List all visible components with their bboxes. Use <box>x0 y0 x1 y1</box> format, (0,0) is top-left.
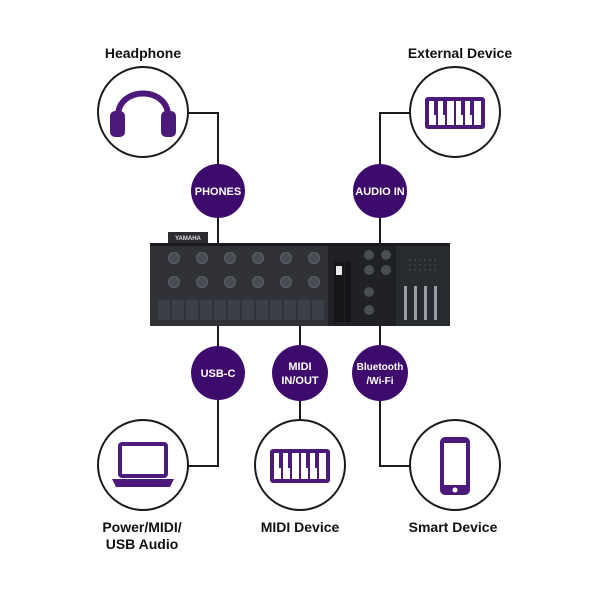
knob <box>168 276 180 288</box>
usb-c-port-label: USB-C <box>201 368 236 380</box>
pad <box>214 300 226 320</box>
power-midi-usb-label: Power/MIDI/ USB Audio <box>82 519 202 553</box>
power-midi-usb-label-line2: USB Audio <box>105 536 179 552</box>
headphone-circle <box>97 66 189 158</box>
knob <box>252 252 264 264</box>
pad <box>200 300 212 320</box>
pad <box>256 300 268 320</box>
knob <box>252 276 264 288</box>
bluetooth-wifi-port <box>352 345 408 401</box>
audio-in-port <box>353 164 407 218</box>
brand-logo: YAMAHA <box>175 236 201 242</box>
pad <box>312 300 324 320</box>
usb-c-port <box>191 346 245 400</box>
knob <box>308 252 320 264</box>
smart-device-label: Smart Device <box>408 519 498 535</box>
midi-port-label-line2: IN/OUT <box>281 375 319 387</box>
pad-row <box>158 300 324 320</box>
pad <box>242 300 254 320</box>
knob <box>280 252 292 264</box>
port-circles <box>191 164 408 401</box>
audio-in-port-label: AUDIO IN <box>355 186 405 198</box>
mixer-section <box>334 250 437 322</box>
midi-device-label: MIDI Device <box>260 519 340 535</box>
smartphone-icon <box>440 437 470 495</box>
bt-port-label-line1: Bluetooth <box>357 362 404 373</box>
pad <box>158 300 170 320</box>
power-midi-usb-label-line1: Power/MIDI/ <box>102 519 182 535</box>
external-device-label: External Device <box>407 45 513 61</box>
knob <box>168 252 180 264</box>
pad <box>298 300 310 320</box>
knob <box>196 252 208 264</box>
line-bt-smart <box>379 401 410 467</box>
keyboard-icon <box>270 449 330 483</box>
line-usbc-laptop <box>188 396 219 467</box>
knob-grid <box>168 252 320 288</box>
knob <box>280 276 292 288</box>
phones-port <box>191 164 245 218</box>
headphone-label: Headphone <box>104 45 182 61</box>
bt-port-label-line2: /Wi-Fi <box>366 376 393 387</box>
knob <box>196 276 208 288</box>
pad <box>270 300 282 320</box>
knob <box>224 252 236 264</box>
midi-port <box>272 345 328 401</box>
line-headphone <box>187 112 219 167</box>
synth-device: YAMAHA <box>150 232 450 326</box>
midi-port-label-line1: MIDI <box>288 361 311 373</box>
brand-tab <box>168 232 208 243</box>
knob <box>224 276 236 288</box>
headphones-icon <box>110 90 176 137</box>
laptop-icon <box>112 442 174 487</box>
knob <box>308 276 320 288</box>
connection-lines <box>187 112 412 467</box>
pad <box>284 300 296 320</box>
phones-port-label: PHONES <box>195 186 241 198</box>
keyboard-icon <box>425 97 485 129</box>
pad <box>228 300 240 320</box>
line-external <box>379 112 412 167</box>
laptop-circle <box>97 419 189 511</box>
pad <box>172 300 184 320</box>
pad <box>186 300 198 320</box>
